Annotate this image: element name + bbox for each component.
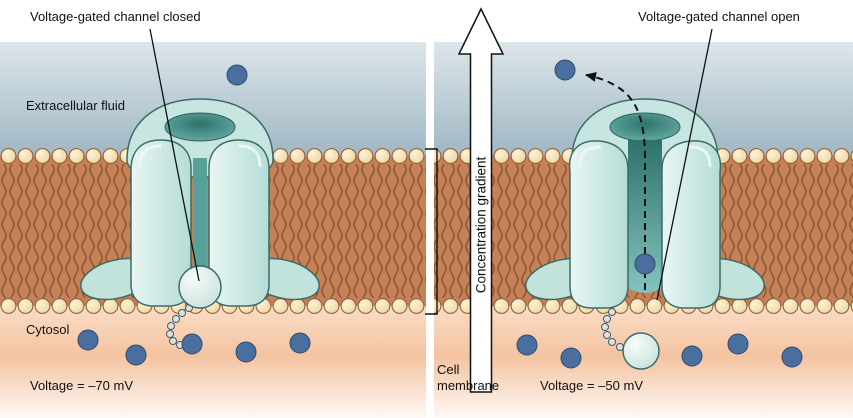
right-panel-graphic — [434, 42, 853, 418]
voltage-label-right: Voltage = –50 mV — [540, 378, 643, 393]
pointer-line-closed — [149, 28, 200, 282]
concentration-gradient-arrow: Concentration gradient — [457, 7, 505, 393]
cytosol-region-left — [0, 306, 426, 418]
ion — [727, 333, 749, 355]
ion — [289, 332, 311, 354]
concentration-gradient-label: Concentration gradient — [474, 156, 489, 293]
ion — [77, 329, 99, 351]
ions-left — [77, 64, 311, 366]
ion — [226, 64, 248, 86]
ion-flow-dashed-arrow — [585, 72, 646, 290]
caption-channel-open: Voltage-gated channel open — [638, 9, 800, 24]
voltage-gated-channel-closed — [80, 98, 320, 350]
cytosol-label: Cytosol — [26, 322, 70, 337]
ion — [681, 345, 703, 367]
ion-in-pore — [634, 253, 656, 275]
gate-ball-open — [622, 332, 660, 370]
cell-membrane-bracket — [425, 148, 438, 315]
left-panel-graphic — [0, 42, 426, 418]
ion — [516, 334, 538, 356]
ion — [235, 341, 257, 363]
ion — [781, 346, 803, 368]
ion — [554, 59, 576, 81]
gate-ball-closed — [178, 265, 222, 309]
channel-top-opening — [609, 112, 681, 142]
cell-membrane-label: Cell membrane — [437, 362, 500, 394]
caption-channel-closed: Voltage-gated channel closed — [30, 9, 201, 24]
pointer-line-open — [656, 28, 713, 301]
voltage-gated-channel-open — [525, 72, 765, 370]
ion — [560, 347, 582, 369]
gate-chain-left — [166, 304, 193, 350]
channel-top-opening — [164, 112, 236, 142]
voltage-label-left: Voltage = –70 mV — [30, 378, 133, 393]
gate-chain-right — [601, 308, 624, 351]
ion — [181, 333, 203, 355]
extracellular-fluid-label: Extracellular fluid — [26, 98, 125, 113]
ion — [125, 344, 147, 366]
ions-right — [516, 59, 803, 369]
